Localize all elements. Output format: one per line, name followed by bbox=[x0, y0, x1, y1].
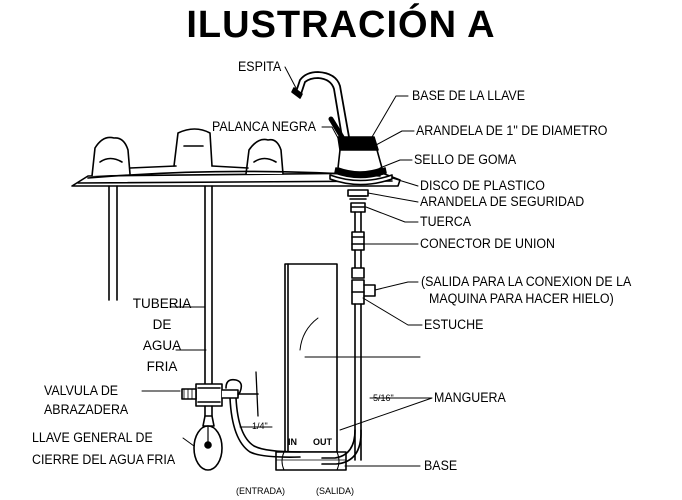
label-arandela-1: ARANDELA DE 1" DE DIAMETRO bbox=[416, 123, 608, 138]
label-base-de-la-llave: BASE DE LA LLAVE bbox=[412, 88, 526, 103]
main-shutoff-valve bbox=[193, 415, 223, 471]
illustration-title: ILUSTRACIÓN A bbox=[186, 4, 496, 46]
label-arandela-de-seguridad: ARANDELA DE SEGURIDAD bbox=[420, 194, 585, 209]
outlet-tube bbox=[351, 211, 376, 461]
label-in: IN bbox=[288, 437, 297, 447]
faucet-base-assembly bbox=[329, 136, 393, 213]
label-disco-de-plastico: DISCO DE PLASTICO bbox=[420, 178, 545, 193]
label-tuberia-line3: AGUA bbox=[142, 338, 182, 353]
cold-water-pipe bbox=[108, 185, 213, 386]
label-salida-hielo-line1: (SALIDA PARA LA CONEXION DE LA bbox=[421, 274, 632, 289]
inlet-tube bbox=[225, 378, 301, 458]
label-estuche: ESTUCHE bbox=[424, 317, 484, 332]
label-tuberia-line1: TUBERIA bbox=[132, 296, 192, 311]
label-size-5-16: 5/16" bbox=[373, 393, 394, 403]
label-conector-de-union: CONECTOR DE UNION bbox=[420, 236, 556, 251]
label-llave-general-line2: CIERRE DEL AGUA FRIA bbox=[32, 452, 176, 467]
label-base: BASE bbox=[424, 458, 458, 473]
label-entrada: (ENTRADA) bbox=[236, 486, 285, 496]
label-sello-de-goma: SELLO DE GOMA bbox=[414, 152, 517, 167]
label-size-1-4: 1/4" bbox=[252, 421, 268, 431]
label-manguera: MANGUERA bbox=[434, 390, 506, 405]
leader-lines bbox=[141, 66, 433, 467]
label-llave-general-line1: LLAVE GENERAL DE bbox=[32, 430, 153, 445]
label-salida-hielo-line2: MAQUINA PARA HACER HIELO) bbox=[429, 291, 614, 306]
label-palanca-negra: PALANCA NEGRA bbox=[212, 119, 317, 134]
label-espita: ESPITA bbox=[238, 59, 282, 74]
label-tuberia-line4: FRIA bbox=[146, 359, 178, 374]
filter-housing bbox=[275, 263, 347, 471]
label-valvula-line1: VALVULA DE bbox=[44, 383, 119, 398]
saddle-valve bbox=[181, 371, 259, 417]
faucet-spout bbox=[291, 71, 350, 140]
label-tuberia-line2: DE bbox=[152, 317, 172, 332]
label-tuerca: TUERCA bbox=[420, 214, 472, 229]
label-out: OUT bbox=[313, 437, 332, 447]
outlet-hose bbox=[321, 429, 362, 465]
label-valvula-line2: ABRAZADERA bbox=[44, 402, 129, 417]
label-salida: (SALIDA) bbox=[316, 486, 355, 496]
